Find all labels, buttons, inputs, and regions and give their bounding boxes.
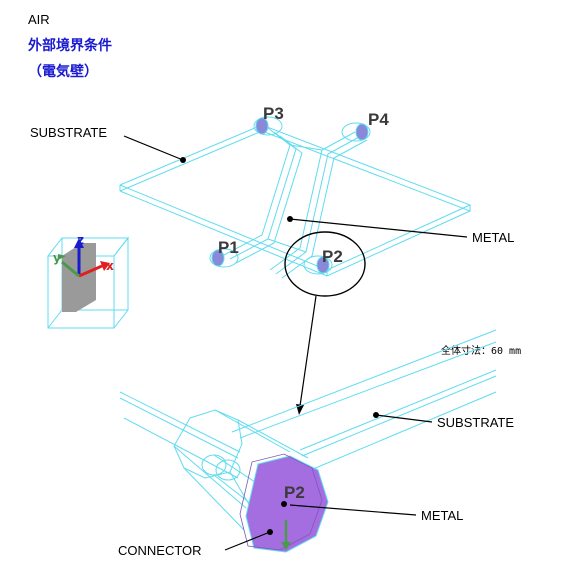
port-connector-p2 [303, 255, 333, 275]
air-label: AIR [28, 12, 50, 27]
axis-x-arrow [78, 264, 103, 278]
substrate-label-detail: SUBSTRATE [437, 415, 514, 430]
metal-leader-detail [289, 504, 417, 516]
overall-dimension: 全体寸法：60 mm [441, 344, 521, 357]
port-connector-p1 [209, 248, 239, 268]
connector-label: CONNECTOR [118, 543, 202, 558]
top-view-model [119, 116, 472, 279]
axis-gizmo [46, 236, 130, 329]
metal-label-top: METAL [472, 230, 514, 245]
metal-leader-top [287, 216, 468, 238]
port-label-detail-p2: P2 [284, 483, 305, 502]
axis-x-label: x [106, 259, 114, 273]
detail-view-model [119, 329, 497, 541]
port-label-p1: P1 [218, 238, 239, 257]
port-connector-p4 [341, 122, 371, 142]
metal-label-detail: METAL [421, 508, 463, 523]
substrate-leader-detail [373, 412, 433, 423]
port-label-p2: P2 [322, 247, 343, 266]
zoom-circle [284, 231, 366, 297]
substrate-leader-top [123, 135, 186, 163]
port-label-p3: P3 [263, 104, 284, 123]
metal-dot-detail [281, 501, 287, 507]
substrate-label-top: SUBSTRATE [30, 125, 107, 140]
metal-traces [223, 127, 368, 279]
port-connector-p3 [253, 116, 283, 136]
zoom-arrow [296, 295, 317, 415]
axis-y-arrow [61, 260, 80, 278]
connector-face-edge [239, 453, 323, 551]
axis-z-label: z [77, 233, 84, 247]
substrate-outline [119, 124, 472, 277]
boundary-condition-label: 外部境界条件 [28, 37, 112, 54]
boundary-condition-note: （電気壁） [28, 63, 98, 80]
axis-y-label: y [53, 251, 61, 265]
connector-leader [224, 529, 273, 551]
port-label-p4: P4 [368, 110, 389, 129]
